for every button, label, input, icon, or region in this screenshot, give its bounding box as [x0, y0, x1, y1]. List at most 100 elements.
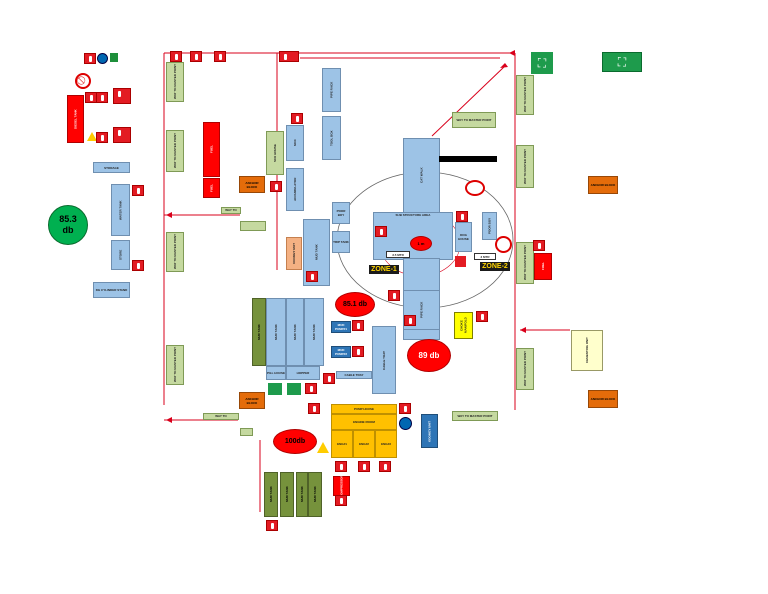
- fire-extinguisher-icon: [306, 271, 318, 282]
- fire-extinguisher-icon: [388, 290, 400, 301]
- pump-house: PUMP HOUSE: [331, 404, 397, 414]
- way-to-master-point-sign: WAY TO MASTER POINT: [516, 242, 534, 284]
- fire-extinguisher-icon: [476, 311, 488, 322]
- way-to-master-point-sign: WAY TO MASTER POINT: [166, 62, 184, 102]
- electric-hazard-icon: [317, 442, 329, 453]
- choke-manifold: CHOKE MANIFOLD: [454, 312, 473, 339]
- rig-center-marker: 1 m: [410, 236, 432, 251]
- mud-pump-1: MUD PUMP#1: [331, 321, 351, 333]
- engine-3: ENG#3: [375, 430, 397, 458]
- way-to-board: [240, 221, 266, 231]
- electric-hazard-icon: [87, 132, 97, 141]
- generator-3: MUD TANK: [296, 472, 308, 517]
- first-aid-icon: [455, 256, 466, 267]
- koomey-unit: KOOMEY UNIT: [286, 237, 302, 270]
- generator-2: MUD TANK: [280, 472, 294, 517]
- way-to-master-point-sign: WAY TO MASTER POINT: [166, 232, 184, 272]
- dg-cylinder-stand: DG CYLINDER STAND: [93, 282, 130, 298]
- cementing-unit: CEMENTING UNIT: [571, 330, 603, 371]
- way-to-sign: WAY TO: [221, 207, 241, 214]
- no-smoking-icon: ⃠: [75, 73, 91, 89]
- koomey-unit-lower: KOOMEY UNIT: [421, 414, 438, 448]
- emergency-exit-icon: [268, 383, 282, 395]
- fire-extinguisher-icon: [113, 127, 131, 143]
- pill-house: PILL HOUSE: [266, 366, 286, 380]
- way-to-master-point-sign: WAY TO MASTER POINT: [516, 145, 534, 188]
- noise-reading-red: 85.1 db: [335, 292, 375, 317]
- storage-block: STORAGE: [93, 162, 130, 173]
- mud-pump-2: MUD PUMP#2: [331, 346, 351, 358]
- fire-extinguisher-icon: [399, 403, 411, 414]
- fire-extinguisher-icon: [305, 383, 317, 394]
- fuel-tank-small: FUEL: [203, 178, 220, 198]
- fire-extinguisher-icon: [84, 53, 96, 64]
- no-smoking-icon: [495, 236, 512, 253]
- cable-tray: CABLE TRAY: [336, 371, 372, 379]
- mud-tank-dark: MUD TANK: [252, 298, 266, 366]
- compressor: COMPRESSOR: [333, 475, 350, 497]
- fire-extinguisher-icon: [190, 51, 202, 62]
- tool-box: TOOL BOX: [322, 116, 341, 160]
- fire-extinguisher-icon: [96, 132, 108, 143]
- black-bar: [439, 156, 497, 162]
- fire-extinguisher-icon: [456, 211, 468, 222]
- dog-house: DOG HOUSE: [455, 222, 472, 252]
- fire-extinguisher-icon: [170, 51, 182, 62]
- way-to-master-point-sign: WAY TO MASTER POINT: [166, 345, 184, 385]
- way-to-master-point-sign: WAY TO MASTER POINT: [452, 112, 496, 128]
- hopper: HOPPER: [286, 366, 320, 380]
- way-to-master-point-sign: WAY TO MASTER POINT: [166, 130, 184, 172]
- mud-tank-2: MUD TANK: [286, 298, 304, 366]
- zone-1-label: ZONE-1: [369, 265, 399, 274]
- fire-extinguisher-icon: [375, 226, 387, 237]
- engine-1: ENG#1: [331, 430, 353, 458]
- store-block: STORE: [111, 240, 130, 270]
- cat-walk: CAT WALK: [403, 138, 440, 213]
- fire-extinguisher-icon: [379, 461, 391, 472]
- fire-extinguisher-icon: [335, 495, 347, 506]
- fire-extinguisher-icon: [308, 403, 320, 414]
- anchor-block: ANCHOR BLOCK: [239, 392, 265, 409]
- fire-extinguisher-icon: [132, 260, 144, 271]
- fire-extinguisher-icon: [113, 88, 131, 104]
- anchor-block: ANCHOR BLOCK: [239, 176, 265, 193]
- zone-2-label: ZONE-2: [480, 262, 510, 271]
- no-smoking-icon: [465, 180, 485, 196]
- fire-extinguisher-icon: [96, 92, 108, 103]
- fire-extinguisher-icon: [279, 51, 299, 62]
- fire-extinguisher-icon: [323, 373, 335, 384]
- way-to-master-point-sign: WAY TO MASTER POINT: [516, 348, 534, 390]
- mud-tank-3: MUD TANK: [304, 298, 324, 366]
- fire-extinguisher-icon: [404, 315, 416, 326]
- fuel-tank: FUEL: [203, 122, 220, 177]
- mcc-room: MCC: [286, 125, 304, 161]
- water-tank: WATER TANK: [111, 184, 130, 236]
- fire-extinguisher-icon: [533, 240, 545, 251]
- noise-reading-red: 89 db: [407, 339, 451, 372]
- distance-label-2: 3 MTR: [474, 253, 496, 260]
- noise-reading-green: 85.3 db: [48, 205, 88, 245]
- noise-reading-text: 85.3 db: [59, 214, 77, 235]
- fire-extinguisher-icon: [335, 461, 347, 472]
- emergency-exit-icon: [287, 383, 301, 395]
- fire-extinguisher-icon: [352, 346, 364, 357]
- first-aid-icon: [110, 53, 118, 62]
- generator-1: MUD TANK: [264, 472, 278, 517]
- way-to-master-point-sign: WAY TO MASTER POINT: [452, 411, 498, 421]
- poor-boy-side: POOR BOY: [482, 212, 497, 240]
- accumulator-block: ACCUMULATOR: [286, 168, 304, 211]
- way-to-board: [240, 428, 253, 436]
- cable-tray-vertical: CABLE TRAY: [372, 326, 396, 394]
- fire-extinguisher-icon: [270, 181, 282, 192]
- anchor-block: ANCHOR BLOCK: [588, 176, 618, 194]
- way-to-sign: WAY TO: [203, 413, 239, 420]
- engine-2: ENG#2: [353, 430, 375, 458]
- scr-house: SCR HOUSE: [266, 131, 284, 175]
- poor-boy: POOR BOY: [332, 202, 350, 224]
- assembly-point-icon: ⛶: [531, 52, 553, 74]
- diesel-tank: DIESEL TANK: [67, 95, 84, 143]
- ear-protection-icon: [399, 417, 412, 430]
- generator-4: MUD TANK: [308, 472, 322, 517]
- distance-label-1: 3.5 MTR: [386, 251, 410, 258]
- fire-extinguisher-icon: [358, 461, 370, 472]
